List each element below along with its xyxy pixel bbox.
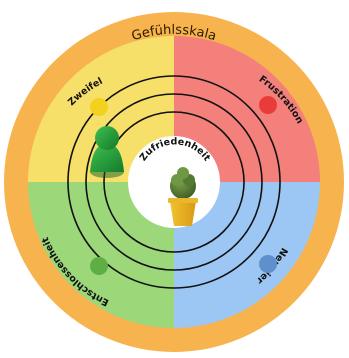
marker-neugier bbox=[259, 255, 277, 273]
marker-entschlossenheit bbox=[90, 257, 108, 275]
marker-frustration bbox=[259, 96, 277, 114]
diagram-title: Gefühlsskala bbox=[130, 23, 218, 44]
ring-inner bbox=[103, 111, 245, 253]
ring-outer bbox=[67, 75, 281, 289]
marker-zweifel bbox=[90, 98, 108, 116]
player-pawn-icon[interactable] bbox=[90, 126, 124, 178]
ring-middle bbox=[85, 93, 263, 271]
potted-tree-icon bbox=[168, 167, 198, 226]
